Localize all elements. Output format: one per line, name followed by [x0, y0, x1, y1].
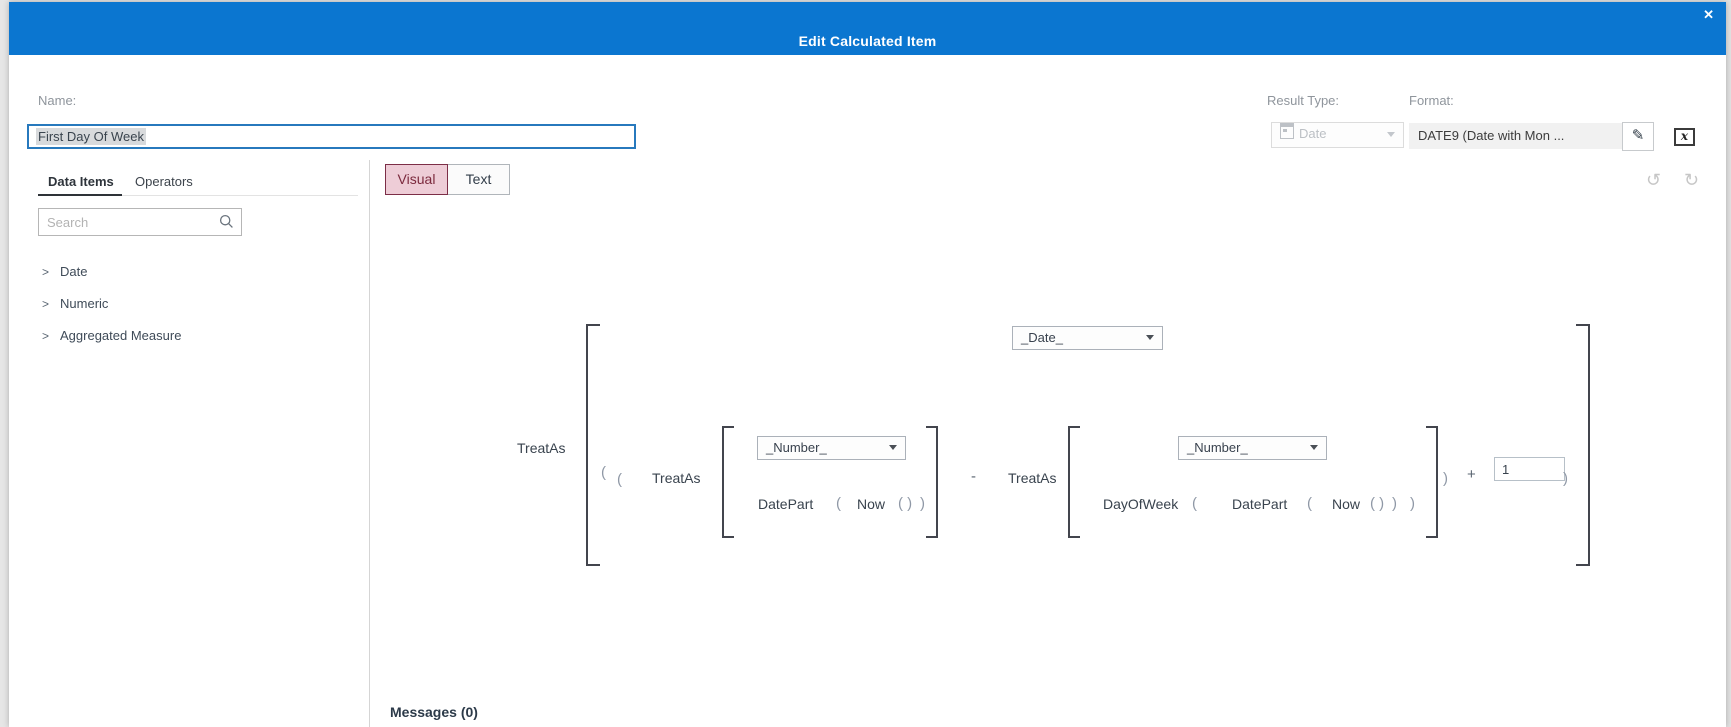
number-parameter-value: _Number_ — [766, 440, 827, 455]
chevron-right-icon[interactable]: > — [42, 297, 50, 311]
operator-treatas-outer[interactable]: TreatAs — [517, 440, 566, 456]
tab-operators[interactable]: Operators — [135, 174, 193, 189]
calendar-icon — [1280, 123, 1294, 139]
literal-number-input[interactable] — [1494, 457, 1565, 481]
format-x-icon: x — [1680, 129, 1689, 143]
format-label: Format: — [1409, 93, 1454, 108]
number-parameter-dropdown-right[interactable]: _Number_ — [1178, 436, 1327, 460]
edit-format-button[interactable]: ✎ — [1622, 122, 1654, 151]
search-input[interactable] — [45, 211, 209, 233]
result-type-label: Result Type: — [1267, 93, 1340, 108]
paren-pair: ( ) — [1370, 495, 1385, 512]
function-datepart[interactable]: DatePart — [1232, 496, 1288, 512]
search-box — [38, 208, 242, 236]
function-now[interactable]: Now — [857, 496, 886, 512]
chevron-down-icon — [1146, 335, 1154, 340]
name-input[interactable]: First Day Of Week — [27, 124, 636, 149]
panel-divider — [369, 160, 370, 727]
dialog-title: Edit Calculated Item — [798, 33, 937, 49]
number-parameter-dropdown-left[interactable]: _Number_ — [757, 436, 906, 460]
paren-open: ( — [836, 495, 841, 512]
operator-treatas-left[interactable]: TreatAs — [652, 470, 701, 486]
undo-icon[interactable]: ↺ — [1646, 170, 1662, 190]
tree-item-label: Date — [60, 264, 88, 279]
function-datepart[interactable]: DatePart — [758, 496, 814, 512]
text-view-button[interactable]: Text — [447, 164, 510, 195]
tree-item-label: Aggregated Measure — [60, 328, 182, 343]
visual-view-button[interactable]: Visual — [385, 164, 448, 195]
date-parameter-value: _Date_ — [1021, 330, 1063, 345]
number-parameter-value: _Number_ — [1187, 440, 1248, 455]
function-dayofweek[interactable]: DayOfWeek — [1103, 496, 1179, 512]
paren-open: ( — [601, 464, 606, 481]
pencil-icon: ✎ — [1631, 127, 1645, 144]
format-value: DATE9 (Date with Mon ... — [1409, 123, 1624, 149]
paren-open: ( — [1192, 495, 1197, 512]
paren-close: ) — [1410, 495, 1415, 512]
chevron-down-icon — [1387, 132, 1395, 137]
paren-close: ) — [920, 495, 925, 512]
clear-format-button[interactable]: x — [1674, 128, 1695, 146]
bracket-right — [926, 426, 938, 538]
close-icon[interactable]: ✕ — [1703, 7, 1714, 22]
messages-section-header[interactable]: Messages (0) — [390, 704, 478, 720]
bracket-right — [1426, 426, 1438, 538]
chevron-right-icon[interactable]: > — [42, 265, 50, 279]
plus-operator[interactable]: + — [1467, 466, 1476, 483]
bracket-left — [722, 426, 734, 538]
tree-item-label: Numeric — [60, 296, 109, 311]
result-type-value: Date — [1299, 126, 1327, 141]
paren-close: ) — [1563, 470, 1568, 487]
edit-calculated-item-dialog: Edit Calculated Item ✕ Name: First Day O… — [9, 2, 1726, 727]
tab-data-items[interactable]: Data Items — [48, 174, 114, 189]
function-now[interactable]: Now — [1332, 496, 1361, 512]
bracket-left-outer — [586, 324, 600, 566]
search-icon[interactable] — [219, 214, 234, 229]
paren-open: ( — [617, 471, 622, 488]
name-label: Name: — [38, 93, 77, 108]
tree-item-numeric[interactable]: > Numeric — [42, 296, 108, 311]
dialog-header: Edit Calculated Item ✕ — [9, 2, 1726, 55]
bracket-left — [1068, 426, 1080, 538]
chevron-down-icon — [1310, 445, 1318, 450]
name-input-value: First Day Of Week — [36, 128, 146, 145]
date-parameter-dropdown[interactable]: _Date_ — [1012, 326, 1163, 350]
paren-close: ) — [1443, 470, 1448, 487]
tree-item-date[interactable]: > Date — [42, 264, 87, 279]
operator-treatas-right[interactable]: TreatAs — [1008, 470, 1057, 486]
paren-close: ) — [1392, 495, 1397, 512]
background-strip — [0, 0, 9, 727]
minus-operator[interactable]: - — [971, 468, 976, 485]
paren-pair: ( ) — [898, 495, 913, 512]
tab-strip-divider — [38, 195, 358, 196]
paren-open: ( — [1307, 495, 1312, 512]
tree-item-aggregated-measure[interactable]: > Aggregated Measure — [42, 328, 181, 343]
chevron-down-icon — [889, 445, 897, 450]
redo-icon[interactable]: ↻ — [1684, 170, 1700, 190]
bracket-right-outer — [1576, 324, 1590, 566]
active-tab-underline — [38, 194, 122, 196]
chevron-right-icon[interactable]: > — [42, 329, 50, 343]
result-type-dropdown: Date — [1271, 122, 1404, 148]
